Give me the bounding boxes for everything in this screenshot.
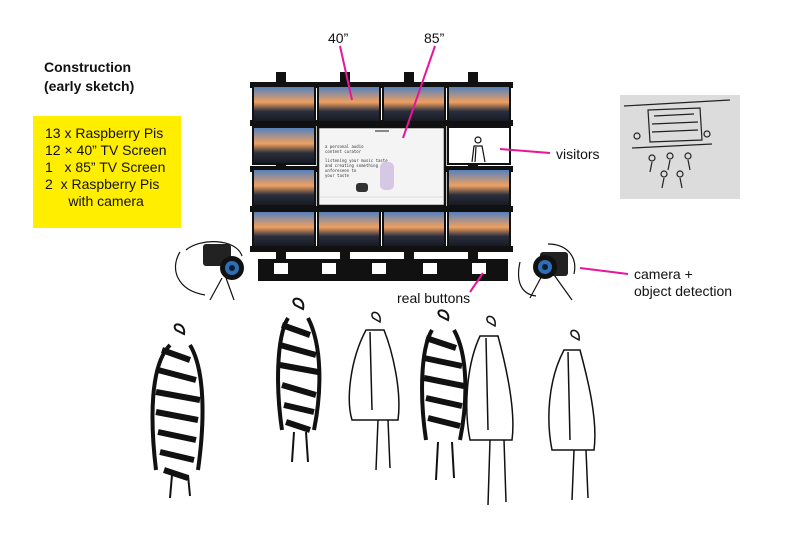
- visitor-figure-3: [349, 312, 399, 470]
- visitor-figure-5: [467, 316, 513, 505]
- camera-right-icon: [519, 244, 575, 300]
- tv-40-5: [253, 127, 315, 164]
- speaker-icon: [380, 162, 394, 190]
- tv-40-11: [448, 211, 510, 247]
- label-real-buttons: real buttons: [397, 290, 470, 306]
- screen-text-6: your taste: [325, 173, 350, 178]
- tv-40-7: [448, 169, 510, 206]
- visitor-figure-6: [549, 330, 595, 500]
- button-3: [372, 263, 386, 274]
- label-object-detection: object detection: [634, 283, 732, 299]
- label-camera: camera +: [634, 266, 693, 282]
- tv-40-2: [318, 86, 380, 122]
- tv-40-4: [448, 86, 510, 122]
- button-4: [423, 263, 437, 274]
- tv-40-10: [383, 211, 445, 247]
- button-1: [274, 263, 288, 274]
- sketch-photo: [620, 95, 740, 199]
- camera-left-icon: [176, 242, 244, 300]
- visitor-figure-1: [153, 324, 203, 498]
- visitor-figures-icon: [153, 299, 595, 505]
- tv-40-1: [253, 86, 315, 122]
- visitor-figure-4: [422, 310, 465, 480]
- visitor-figure-2: [278, 299, 319, 462]
- button-2: [322, 263, 336, 274]
- label-40-inch: 40”: [328, 30, 348, 46]
- screen-text-2: content curator: [325, 149, 362, 154]
- tv-40-8: [253, 211, 315, 247]
- tv-40-9: [318, 211, 380, 247]
- label-85-inch: 85”: [424, 30, 444, 46]
- button-5: [472, 263, 486, 274]
- tv-40-6: [253, 169, 315, 206]
- label-visitors: visitors: [556, 146, 600, 162]
